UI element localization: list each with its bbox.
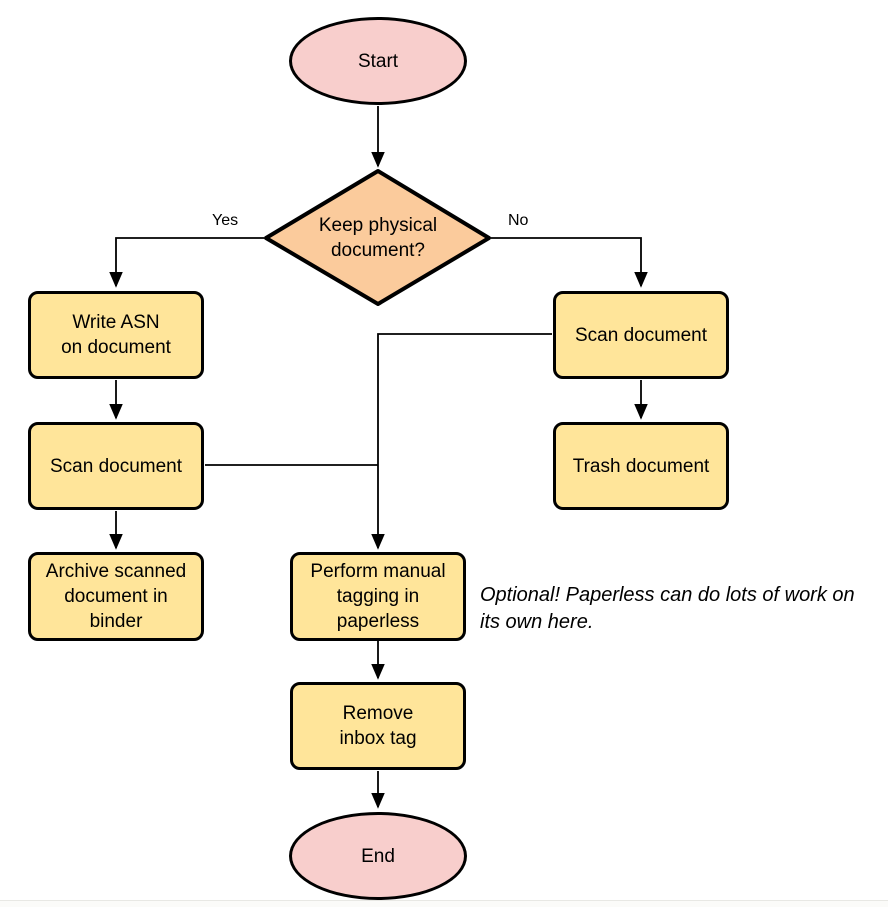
node-archive-binder-label: Archive scanned document in binder (45, 561, 187, 632)
page-bottom-divider (0, 900, 888, 901)
node-trash-document-label: Trash document (572, 455, 710, 477)
node-manual-tagging: Perform manual tagging in paperless (290, 552, 466, 641)
edge-decision-no (491, 237, 648, 288)
node-scan-document-left-label: Scan document (49, 455, 183, 477)
page-bottom-margin (0, 901, 888, 907)
edge-decision-yes (109, 237, 264, 288)
node-end: End (289, 812, 467, 900)
node-scan-document-right-label: Scan document (574, 324, 708, 346)
node-scan-document-left: Scan document (28, 422, 204, 510)
decision-diamond-shape (264, 169, 491, 306)
node-manual-tagging-label: Perform manual tagging in paperless (310, 561, 446, 632)
node-end-label: End (361, 845, 395, 867)
node-start: Start (289, 17, 467, 105)
node-trash-document: Trash document (553, 422, 729, 510)
node-remove-inbox-tag-label: Remove inbox tag (339, 703, 417, 749)
node-write-asn: Write ASN on document (28, 291, 204, 379)
node-remove-inbox-tag: Remove inbox tag (290, 682, 466, 770)
node-archive-binder: Archive scanned document in binder (28, 552, 204, 641)
annotation-optional-note: Optional! Paperless can do lots of work … (480, 584, 855, 633)
edge-label-yes: Yes (212, 212, 239, 229)
node-scan-document-right: Scan document (553, 291, 729, 379)
edge-scanright-to-tagging (371, 333, 552, 550)
node-decision: Keep physical document? (266, 171, 490, 304)
node-write-asn-label: Write ASN on document (61, 312, 171, 358)
edge-label-no: No (508, 212, 529, 229)
node-decision-label: Keep physical document? (318, 214, 438, 261)
node-start-label: Start (357, 50, 399, 72)
